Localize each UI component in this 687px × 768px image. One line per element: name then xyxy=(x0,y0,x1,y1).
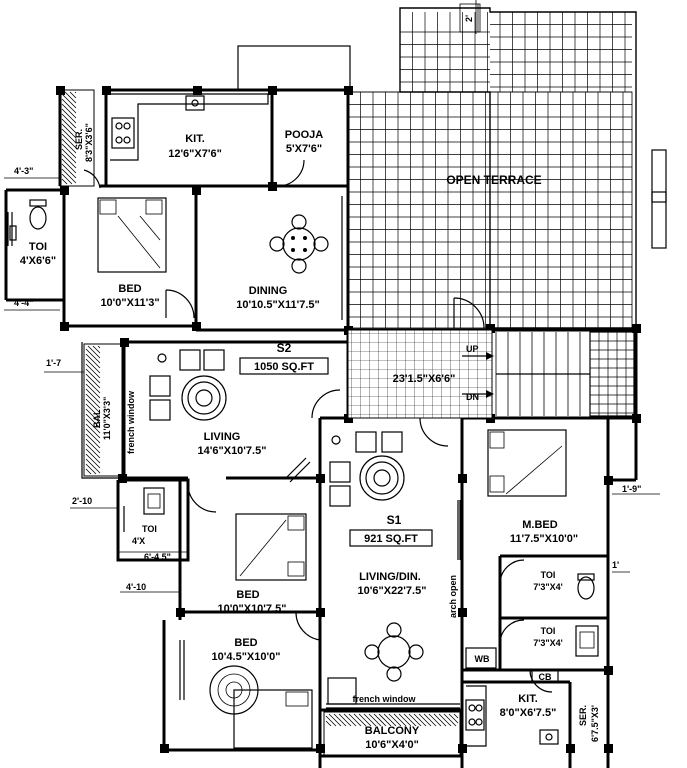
living-din-name: LIVING/DIN. xyxy=(359,571,421,583)
dining-name: DINING xyxy=(249,285,288,297)
kit-bottom-size: 8'0"X6'7.5" xyxy=(500,707,557,719)
living-din-size: 10'6"X22'7.5" xyxy=(358,585,427,597)
wb-label: WB xyxy=(475,654,490,664)
s1-area: 921 SQ.FT xyxy=(364,533,418,545)
arch-open-note: arch open xyxy=(448,575,458,618)
s1-name: S1 xyxy=(387,513,402,527)
toi-mid-name: TOI xyxy=(142,524,157,534)
stair-up: UP xyxy=(466,344,479,354)
staircase xyxy=(347,329,635,419)
bed-mid-name: BED xyxy=(236,589,259,601)
kit-top-size: 12'6"X7'6" xyxy=(168,148,222,160)
bal-name: BAL xyxy=(92,409,102,428)
dim-4-10: 4'-10 xyxy=(126,582,146,592)
s1-area-box xyxy=(349,529,433,547)
s2-name: S2 xyxy=(277,341,292,355)
toi-r1-name: TOI xyxy=(541,570,556,580)
bed-bottom-size: 10'4.5"X10'0" xyxy=(212,651,281,663)
toilet-fixture-mid xyxy=(143,487,165,515)
toi-r1-size: 7'3"X4' xyxy=(533,582,563,592)
bed-mid-size: 10'0"X10'7.5" xyxy=(218,603,287,615)
toi-r2-size: 7'3"X4' xyxy=(533,638,563,648)
columns xyxy=(56,86,641,753)
balcony-name: BALCONY xyxy=(365,725,420,737)
cb-box xyxy=(531,669,559,683)
cb-label: CB xyxy=(539,672,552,682)
ser-top-size: 8'3"X3'6" xyxy=(84,123,94,162)
toi-top-size: 4'X6'6" xyxy=(20,255,56,267)
dim-6-4-5: 6'-4.5" xyxy=(144,552,171,562)
dim-2: 2' xyxy=(464,15,474,22)
living-s2-furniture xyxy=(149,349,227,421)
ser-bottom-name: SER. xyxy=(578,705,588,726)
open-terrace xyxy=(347,7,637,329)
dining-size: 10'10.5"X11'7.5" xyxy=(236,299,320,311)
balcony-bottom xyxy=(323,711,461,757)
pooja-name: POOJA xyxy=(285,129,324,141)
s2-area: 1050 SQ.FT xyxy=(254,361,314,373)
toi-r2-name: TOI xyxy=(541,626,556,636)
stair-size: 23'1.5"X6'6" xyxy=(393,373,456,385)
dim-2-10: 2'-10 xyxy=(72,496,92,506)
french-window-bottom: french window xyxy=(353,694,417,704)
toilet-fixture-top xyxy=(9,199,47,241)
s1-dining-table xyxy=(364,622,424,682)
mbed-size: 11'7.5"X10'0" xyxy=(510,533,578,545)
mbed-name: M.BED xyxy=(522,519,558,531)
parapet-box xyxy=(237,45,351,91)
balcony-size: 10'6"X4'0" xyxy=(365,739,419,751)
dim-1-7: 1'-7 xyxy=(46,358,61,368)
bal-size: 11'0"X3'3" xyxy=(102,397,112,440)
dim-4-4: 4'-4" xyxy=(14,298,33,308)
bed-mid-furniture xyxy=(235,513,307,581)
bed-top-size: 10'0"X11'3" xyxy=(100,297,159,309)
toi-top-name: TOI xyxy=(29,241,47,253)
dim-4-3: 4'-3" xyxy=(14,166,33,176)
open-terrace-label: OPEN TERRACE xyxy=(446,173,541,187)
french-window-left: french window xyxy=(126,390,136,454)
toi-mid-size: 4'X xyxy=(132,536,145,546)
balcony-left xyxy=(83,343,123,477)
dim-1-9: 1'-9" xyxy=(622,484,641,494)
ser-bottom-size: 6'7.5"X3' xyxy=(590,705,600,742)
ser-top-name: SER. xyxy=(74,129,84,150)
bed-top-name: BED xyxy=(118,283,141,295)
toilet-fixture-right xyxy=(465,573,599,669)
dim-1: 1' xyxy=(612,560,619,570)
kit-bottom-name: KIT. xyxy=(518,693,538,705)
living-s1-furniture xyxy=(329,431,405,507)
dimension-lines xyxy=(4,4,660,593)
labels: OPEN TERRACE KIT. 12'6"X7'6" POOJA 5'X7'… xyxy=(14,15,641,751)
master-bed-furniture xyxy=(487,429,567,497)
service-area-top xyxy=(59,89,95,187)
living-name: LIVING xyxy=(204,431,241,443)
kit-top-name: KIT. xyxy=(185,133,205,145)
living-size: 14'6"X10'7.5" xyxy=(198,445,267,457)
bed-bottom-furniture xyxy=(209,665,313,749)
kitchen-counter-top xyxy=(110,93,269,161)
dining-table xyxy=(269,214,329,274)
stair-dn: DN xyxy=(466,392,479,402)
s2-area-box xyxy=(239,357,329,375)
doors xyxy=(7,159,553,709)
bed-bottom-name: BED xyxy=(234,637,257,649)
pooja-size: 5'X7'6" xyxy=(286,143,322,155)
bed-top-furniture xyxy=(97,197,167,273)
